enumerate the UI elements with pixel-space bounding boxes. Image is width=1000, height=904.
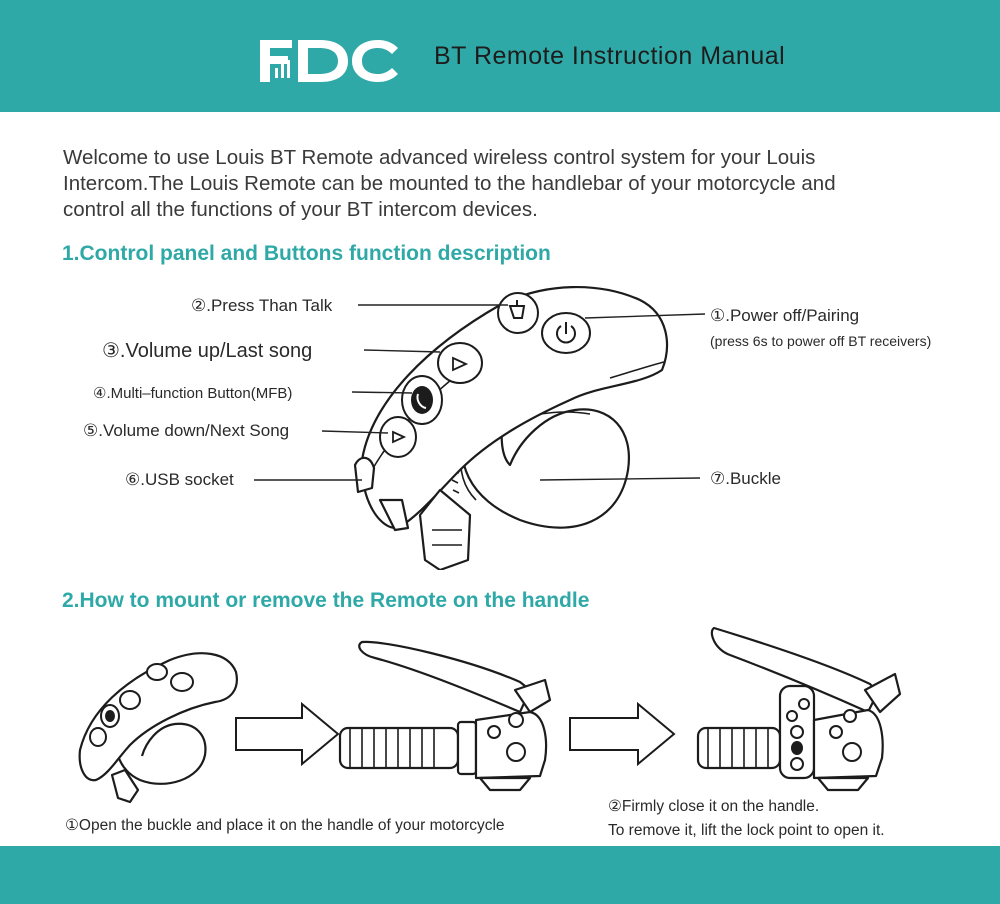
walkie-talkie-icon: [508, 300, 526, 319]
step-1-caption: ①Open the buckle and place it on the han…: [65, 817, 505, 834]
step-2-caption-line-1: ②Firmly close it on the handle.: [608, 798, 820, 815]
label-power-note: (press 6s to power off BT receivers): [710, 333, 932, 349]
leader-line: [363, 349, 441, 353]
header-title: BT Remote Instruction Manual: [434, 42, 786, 70]
label-mfb: ④.Multi–function Button(MFB): [93, 385, 293, 402]
section-2-title: 2.How to mount or remove the Remote on t…: [62, 589, 590, 612]
power-button[interactable]: [541, 312, 591, 354]
intro-line: control all the functions of your BT int…: [63, 198, 538, 221]
power-icon: [556, 325, 576, 344]
label-volume-down: ⑤.Volume down/Next Song: [83, 421, 290, 440]
phone-icon: [416, 393, 427, 409]
volume-down-button[interactable]: [379, 416, 417, 458]
buckle-ring: [461, 408, 631, 529]
intro-paragraph: Welcome to use Louis BT Remote advanced …: [63, 145, 963, 223]
remote-body: [360, 285, 669, 530]
remote-diagram: [254, 285, 706, 570]
intro-line: Intercom.The Louis Remote can be mounted…: [63, 172, 836, 195]
leader-line: [539, 477, 701, 481]
label-power: ①.Power off/Pairing: [710, 306, 860, 325]
label-buckle: ⑦.Buckle: [710, 469, 781, 488]
leader-line: [321, 430, 389, 434]
label-volume-up: ③.Volume up/Last song: [102, 340, 313, 362]
volume-up-button[interactable]: [437, 342, 483, 384]
intro-line: Welcome to use Louis BT Remote advanced …: [63, 146, 816, 169]
handlebar-illustration: [338, 640, 552, 792]
footer-bar: [0, 846, 1000, 904]
talk-button[interactable]: [497, 292, 539, 334]
leader-line: [351, 391, 413, 394]
section-1-title: 1.Control panel and Buttons function des…: [62, 242, 551, 265]
triangle-down-icon: [392, 430, 407, 444]
leader-line: [584, 313, 706, 319]
mfb-button[interactable]: [401, 375, 443, 425]
header-bar: BT Remote Instruction Manual: [0, 0, 1000, 112]
triangle-up-icon: [452, 356, 469, 372]
arrow-right-icon: [235, 701, 340, 767]
fdc-logo: [260, 40, 398, 82]
mount-diagram: [78, 626, 902, 804]
step-2-caption-line-2: To remove it, lift the lock point to ope…: [608, 822, 885, 839]
label-press-talk: ②.Press Than Talk: [191, 296, 333, 315]
remote-open-illustration: [78, 652, 238, 804]
arrow-right-icon: [569, 701, 676, 767]
label-usb: ⑥.USB socket: [125, 470, 234, 489]
handlebar-mounted-illustration: [696, 626, 902, 792]
